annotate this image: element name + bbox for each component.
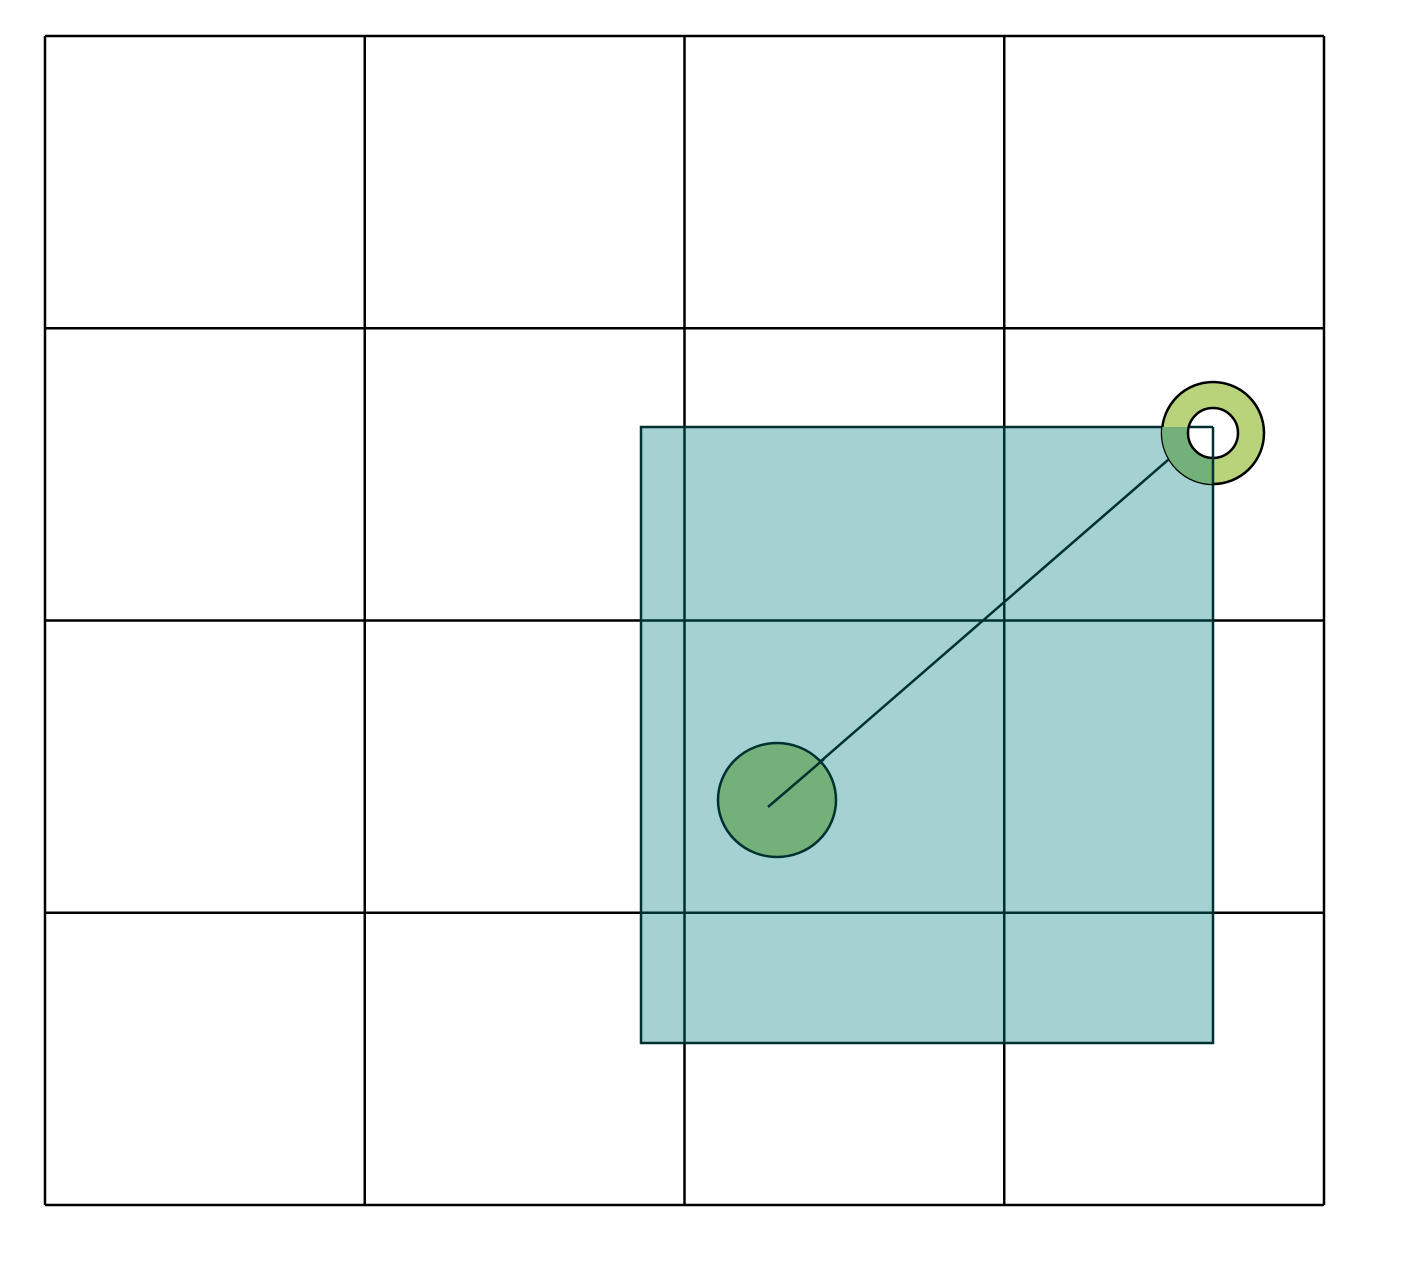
end-handle[interactable] xyxy=(1160,380,1266,486)
end-handle-overlap xyxy=(1162,427,1213,484)
connector-line-segment xyxy=(767,758,825,808)
connector-line[interactable] xyxy=(767,426,1207,808)
selection-box[interactable] xyxy=(639,425,1215,1045)
grid-inside-box xyxy=(641,427,1213,1043)
